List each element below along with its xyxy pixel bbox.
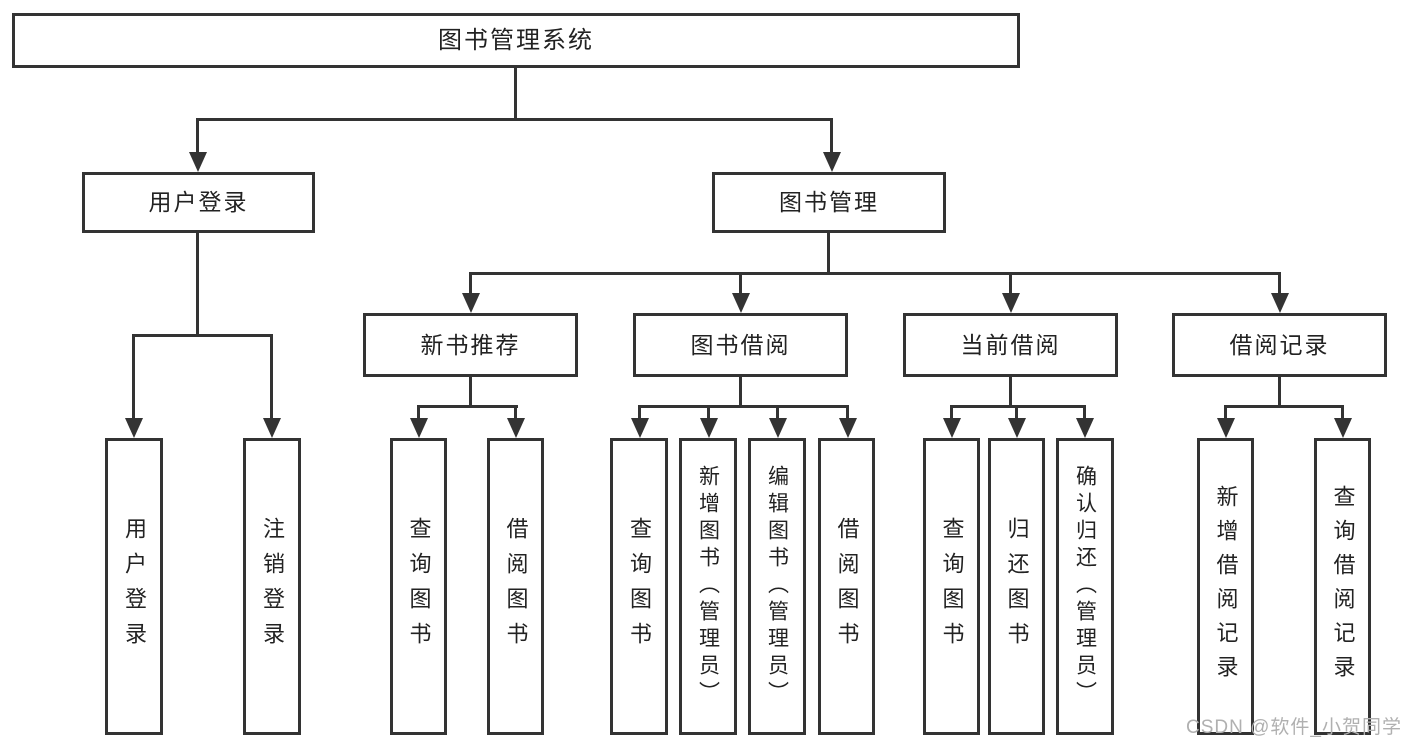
arrow-down-icon [769,418,787,438]
arrow-stem [1083,405,1086,420]
leaf-label: 归还图书 [1004,516,1030,657]
connector-vline [1278,377,1281,408]
node-label: 当前借阅 [960,331,1061,358]
node-user-login: 用户登录 [82,172,315,233]
leaf-borrow-books: 借阅图书 [818,438,875,735]
leaf-add-book-admin: 新增图书（管理员） [679,438,737,735]
arrow-stem [417,405,420,420]
connector-hline [1224,405,1344,408]
leaf-query-books-recommend: 查询图书 [390,438,447,735]
node-label: 图书借阅 [690,331,791,358]
leaf-label: 确认归还（管理员） [1073,465,1097,708]
arrow-stem [514,405,517,420]
csdn-watermark: CSDN @软件_小贺同学 [1186,717,1402,738]
connector-vline [827,233,830,275]
leaf-label: 新增借阅记录 [1213,484,1239,689]
arrow-down-icon [732,293,750,313]
leaf-label: 编辑图书（管理员） [765,465,789,708]
leaf-logout: 注销登录 [243,438,301,735]
arrow-stem [270,334,273,419]
leaf-add-borrow-record: 新增借阅记录 [1197,438,1254,735]
node-label: 新书推荐 [420,331,521,358]
leaf-return-book: 归还图书 [988,438,1045,735]
arrow-down-icon [1334,418,1352,438]
arrow-down-icon [462,293,480,313]
node-label: 用户登录 [148,189,249,215]
arrow-stem [132,334,135,419]
arrow-down-icon [839,418,857,438]
arrow-stem [1224,405,1227,420]
leaf-edit-book-admin: 编辑图书（管理员） [748,438,806,735]
connector-vline [739,377,742,408]
leaf-confirm-return-admin: 确认归还（管理员） [1056,438,1114,735]
leaf-label: 借阅图书 [834,516,860,657]
node-label: 图书管理 [779,189,879,215]
arrow-down-icon [823,152,841,172]
arrow-down-icon [1271,293,1289,313]
leaf-query-borrow-record: 查询借阅记录 [1314,438,1371,735]
leaf-label: 查询图书 [627,516,652,657]
arrow-stem [1015,405,1018,420]
arrow-stem [846,405,849,420]
arrow-stem [196,118,199,154]
connector-hline [196,118,833,121]
connector-hline [132,334,273,337]
arrow-stem [776,405,779,420]
arrow-stem [1009,272,1012,296]
arrow-stem [950,405,953,420]
node-new-book-recommend: 新书推荐 [363,313,578,377]
connector-vline [196,233,199,337]
arrow-down-icon [1008,418,1026,438]
arrow-down-icon [1076,418,1094,438]
arrow-down-icon [189,152,207,172]
arrow-stem [469,272,472,296]
leaf-label: 用户登录 [122,516,147,657]
connector-hline [469,272,1280,275]
leaf-label: 查询图书 [406,516,432,657]
arrow-down-icon [125,418,143,438]
leaf-query-books-current: 查询图书 [923,438,980,735]
arrow-down-icon [1002,293,1020,313]
node-current-borrowing: 当前借阅 [903,313,1118,377]
arrow-stem [1341,405,1344,420]
arrow-stem [707,405,710,420]
arrow-stem [830,118,833,154]
connector-hline [417,405,518,408]
leaf-label: 借阅图书 [503,516,529,657]
arrow-down-icon [263,418,281,438]
connector-hline [638,405,849,408]
connector-vline [514,68,517,119]
connector-vline [1009,377,1012,408]
node-book-management: 图书管理 [712,172,946,233]
connector-hline [950,405,1086,408]
connector-vline [469,377,472,408]
arrow-down-icon [700,418,718,438]
leaf-label: 新增图书（管理员） [696,465,720,708]
node-label: 图书管理系统 [438,26,594,54]
arrow-down-icon [507,418,525,438]
leaf-user-login: 用户登录 [105,438,163,735]
arrow-stem [1278,272,1281,296]
node-library-management-system: 图书管理系统 [12,13,1020,68]
arrow-down-icon [943,418,961,438]
leaf-borrow-books-recommend: 借阅图书 [487,438,544,735]
leaf-label: 查询图书 [939,516,965,657]
arrow-down-icon [631,418,649,438]
node-label: 借阅记录 [1229,331,1330,358]
node-borrowing-records: 借阅记录 [1172,313,1387,377]
arrow-down-icon [1217,418,1235,438]
arrow-down-icon [410,418,428,438]
arrow-stem [638,405,641,420]
arrow-stem [739,272,742,296]
leaf-query-books-borrowing: 查询图书 [610,438,668,735]
node-book-borrowing: 图书借阅 [633,313,848,377]
leaf-label: 查询借阅记录 [1330,484,1356,689]
leaf-label: 注销登录 [260,516,285,657]
